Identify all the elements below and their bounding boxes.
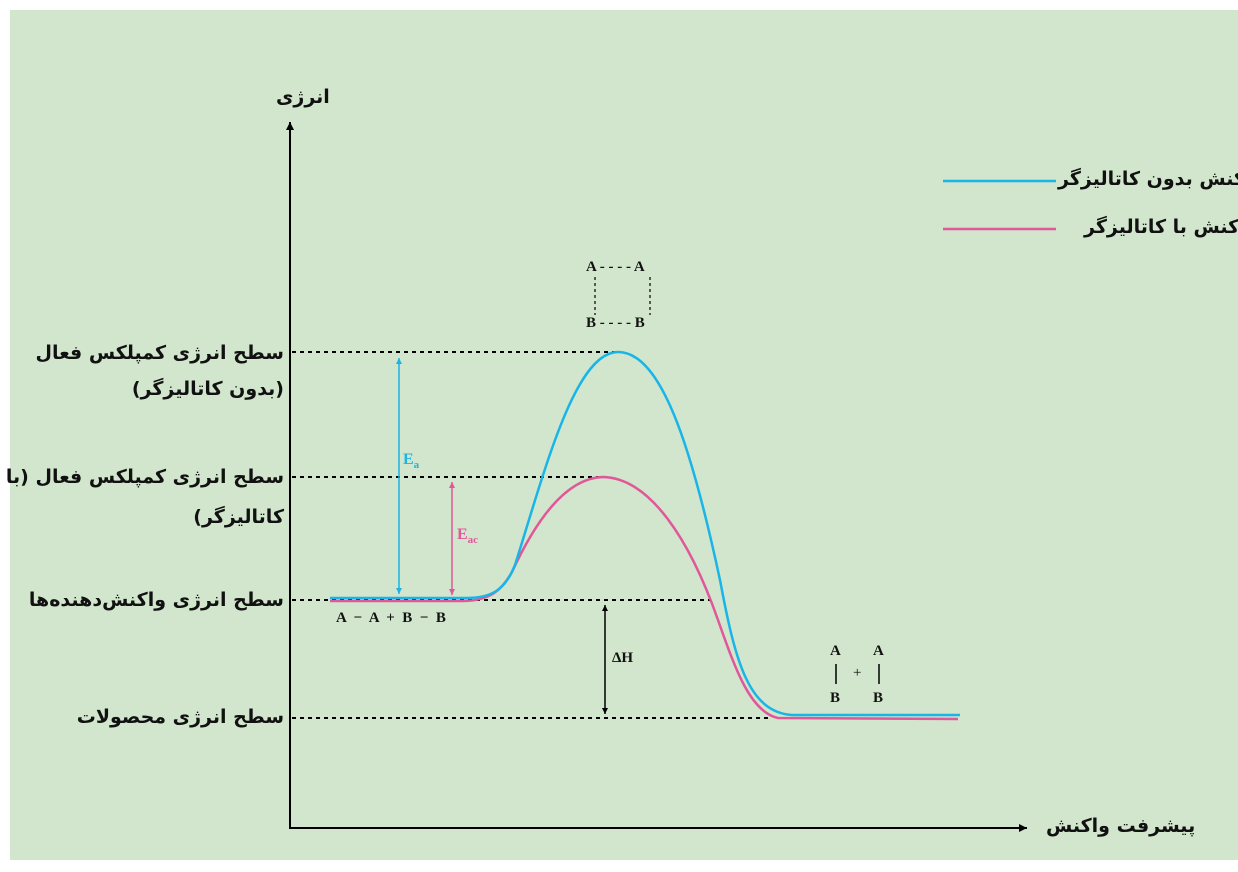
product-b2: B <box>873 690 884 706</box>
complex-bottom-label: B - - - - B <box>586 315 645 331</box>
label-reactants: سطح انرژی واکنش‌دهنده‌ها <box>28 589 284 611</box>
x-axis-label: پیشرفت واکنش <box>1046 815 1196 837</box>
label-complex-cat-line1: سطح انرژی کمپلکس فعال (با <box>5 466 284 488</box>
delta-h-label: ΔH <box>612 650 634 666</box>
label-complex-cat-line2: کاتالیزگر) <box>193 506 284 528</box>
product-plus: + <box>853 665 862 681</box>
label-complex-uncat-line1: سطح انرژی کمپلکس فعال <box>35 342 284 364</box>
eac-label: Eac <box>457 527 478 546</box>
complex-top-label: A - - - - A <box>586 259 645 275</box>
product-a2: A <box>873 643 884 659</box>
ea-label: Ea <box>403 452 419 471</box>
ea-label-main: E <box>403 451 414 468</box>
label-products: سطح انرژی محصولات <box>76 706 284 728</box>
eac-label-sub: ac <box>467 534 479 547</box>
eac-label-main: E <box>457 526 468 543</box>
product-b1: B <box>830 690 841 706</box>
y-axis-label: انرژی <box>276 86 330 108</box>
legend-label-uncatalyzed: واکنش بدون کاتالیزگر <box>1058 168 1238 190</box>
legend-label-catalyzed: واکنش با کاتالیزگر <box>1084 216 1238 238</box>
label-complex-uncat-line2: (بدون کاتالیزگر) <box>131 378 284 400</box>
product-a1: A <box>830 643 841 659</box>
reactants-formula: A − A + B − B <box>336 610 446 626</box>
uncatalyzed-curve <box>330 350 960 717</box>
ea-label-sub: a <box>413 459 420 472</box>
